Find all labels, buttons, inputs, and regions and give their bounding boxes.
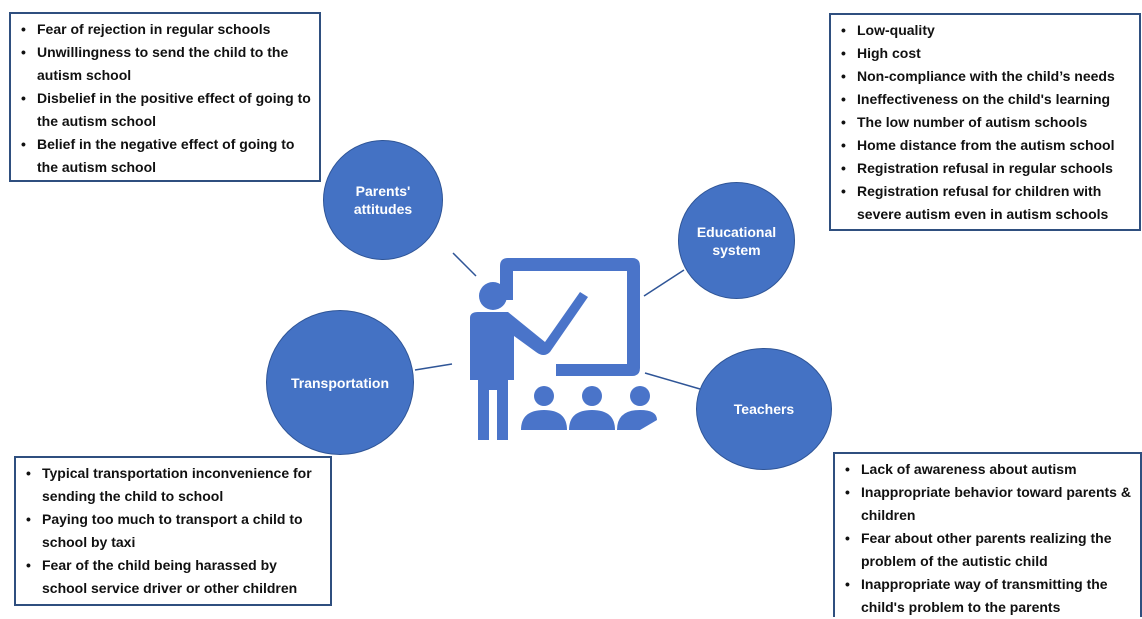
list-item: Registration refusal for children with s…: [837, 180, 1131, 226]
transportation-box: Typical transportation inconvenience for…: [14, 456, 332, 606]
list-item: Low-quality: [837, 19, 1131, 42]
teachers-box: Lack of awareness about autism Inappropr…: [833, 452, 1142, 617]
list-item: High cost: [837, 42, 1131, 65]
list-item: Home distance from the autism school: [837, 134, 1131, 157]
node-teachers-label: Teachers: [733, 401, 795, 417]
list-item: Inappropriate behavior toward parents & …: [841, 481, 1132, 527]
list-item: Disbelief in the positive effect of goin…: [17, 87, 311, 133]
node-parents-attitudes-label: Parents' attitudes: [353, 183, 413, 217]
parents-attitudes-box: Fear of rejection in regular schools Unw…: [9, 12, 321, 182]
list-item: Typical transportation inconvenience for…: [22, 462, 322, 508]
node-transportation-label: Transportation: [290, 374, 389, 391]
list-item: Unwillingness to send the child to the a…: [17, 41, 311, 87]
node-transportation: Transportation: [266, 310, 414, 455]
connector-transportation: [414, 363, 453, 371]
list-item: Non-compliance with the child’s needs: [837, 65, 1131, 88]
node-teachers: Teachers: [696, 348, 832, 470]
list-item: Fear of the child being harassed by scho…: [22, 554, 322, 600]
node-educational-system-label: Educational system: [696, 223, 777, 258]
list-item: Registration refusal in regular schools: [837, 157, 1131, 180]
list-item: Ineffectiveness on the child's learning: [837, 88, 1131, 111]
connector-teachers: [644, 372, 701, 390]
list-item: Fear of rejection in regular schools: [17, 18, 311, 41]
node-educational-system: Educational system: [678, 182, 795, 299]
list-item: Belief in the negative effect of going t…: [17, 133, 311, 179]
list-item: Inappropriate way of transmitting the ch…: [841, 573, 1132, 619]
connector-parents: [452, 252, 477, 277]
list-item: Paying too much to transport a child to …: [22, 508, 322, 554]
list-item: Fear about other parents realizing the p…: [841, 527, 1132, 573]
list-item: Lack of awareness about autism: [841, 458, 1132, 481]
node-parents-attitudes: Parents' attitudes: [323, 140, 443, 260]
connector-educational: [643, 269, 685, 297]
educational-system-box: Low-quality High cost Non-compliance wit…: [829, 13, 1141, 231]
list-item: The low number of autism schools: [837, 111, 1131, 134]
